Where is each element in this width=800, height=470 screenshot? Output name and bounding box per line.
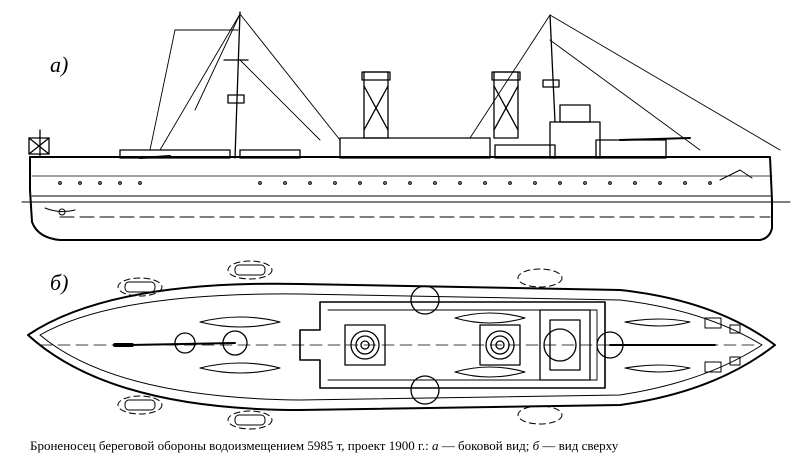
caption-sep-b: — вид сверху xyxy=(539,438,619,453)
main-mast xyxy=(223,11,249,159)
caption-text: Броненосец береговой обороны водоизмещен… xyxy=(30,438,432,453)
caption-key-a: а xyxy=(431,438,439,453)
aft-gun xyxy=(139,155,171,159)
side-view xyxy=(21,11,791,241)
figure-caption: Броненосец береговой обороны водоизмещен… xyxy=(30,438,618,454)
deck-boats xyxy=(199,312,691,378)
forward-funnel xyxy=(491,71,521,139)
top-view xyxy=(27,260,776,430)
citadel xyxy=(299,301,606,389)
caption-key-b: б xyxy=(532,438,540,453)
forward-bridge xyxy=(549,121,601,159)
central-citadel xyxy=(339,137,491,159)
fore-mast xyxy=(542,14,560,123)
stern-flag xyxy=(28,129,50,158)
aft-funnel xyxy=(361,71,391,139)
top-view-label: б) xyxy=(50,270,69,295)
boats xyxy=(117,260,563,430)
rigging xyxy=(149,13,781,151)
aft-gun-barrel xyxy=(129,342,236,346)
portholes xyxy=(58,181,712,185)
hull-outline xyxy=(29,156,773,241)
fore-gun xyxy=(619,137,691,141)
side-view-label: а) xyxy=(50,52,69,77)
aft-deckhouse xyxy=(119,149,231,159)
caption-sep-a: — боковой вид; xyxy=(438,438,533,453)
deck-outline xyxy=(27,282,776,411)
